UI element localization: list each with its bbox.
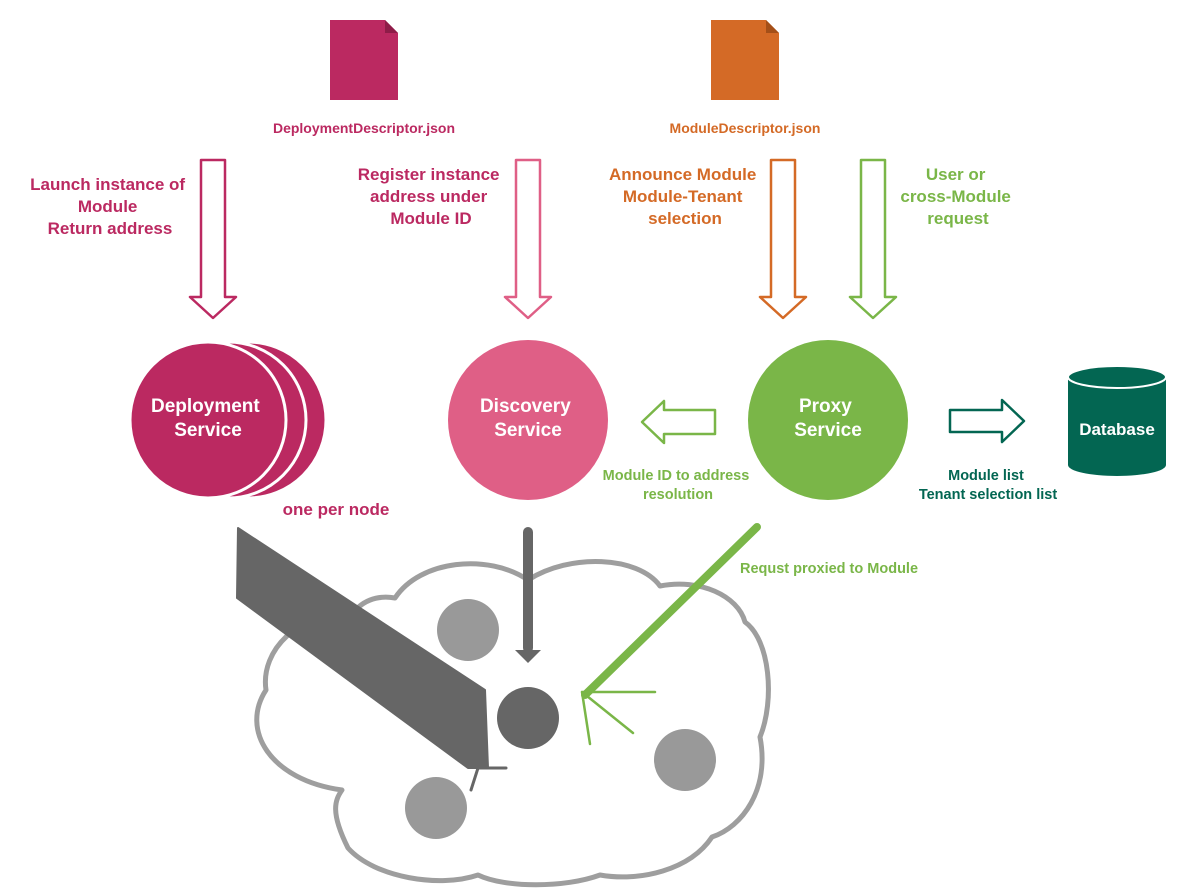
discovery-register-arrowhead [515, 650, 541, 663]
announce-arrow-label: Announce Module Module-Tenant selection [609, 165, 761, 228]
register-label-line: address under [370, 187, 488, 206]
deployment-descriptor-file-icon [330, 20, 398, 100]
resolution-note: Module ID to address resolution [603, 468, 754, 503]
proxy-request-arrowhead [580, 690, 657, 746]
launch-label-line: Return address [48, 219, 173, 238]
module-instance-node [405, 777, 467, 839]
database-notes: Module list Tenant selection list [919, 468, 1057, 503]
register-arrow-label: Register instance address under Module I… [358, 165, 504, 228]
deployment-service-node [128, 340, 328, 500]
register-arrow [503, 158, 553, 320]
register-label-line: Module ID [390, 209, 471, 228]
module-instance-node [654, 729, 716, 791]
discovery-service-line: Service [494, 420, 562, 441]
deployment-descriptor-label: DeploymentDescriptor.json [273, 120, 455, 136]
proxy-service-node [748, 340, 908, 500]
discovery-service-line: Discovery [480, 396, 571, 417]
register-label-line: Register instance [358, 165, 500, 184]
request-arrow-label: User or cross-Module request [900, 165, 1015, 228]
deployment-service-line: Service [174, 420, 242, 441]
module-instance-node [437, 599, 499, 661]
launch-label-line: Launch instance of [30, 175, 185, 194]
launch-label-line: Module [78, 197, 138, 216]
database-note-line: Module list [948, 468, 1024, 484]
one-per-node-note: one per node [283, 500, 390, 519]
launch-arrow-label: Launch instance of Module Return address [30, 175, 190, 238]
announce-label-line: Announce Module [609, 165, 756, 184]
proxy-service-label: Proxy Service [794, 396, 862, 441]
announce-label-line: Module-Tenant [623, 187, 743, 206]
launch-arrow [188, 158, 238, 320]
resolution-note-line: resolution [643, 487, 713, 503]
announce-label-line: selection [648, 209, 722, 228]
request-arrow [848, 158, 898, 320]
database-note-line: Tenant selection list [919, 487, 1057, 503]
target-module-node [497, 687, 559, 749]
request-label-line: request [927, 209, 989, 228]
discovery-service-label: Discovery Service [480, 396, 576, 441]
database-label: Database [1079, 420, 1155, 439]
proxied-note: Requst proxied to Module [740, 561, 918, 577]
discovery-service-node [448, 340, 608, 500]
module-descriptor-label: ModuleDescriptor.json [670, 120, 821, 136]
request-label-line: cross-Module [900, 187, 1011, 206]
request-label-line: User or [926, 165, 986, 184]
announce-arrow [758, 158, 808, 320]
resolution-arrow [640, 399, 717, 445]
database-icon [1067, 365, 1167, 476]
proxy-service-line: Service [794, 420, 862, 441]
deployment-service-line: Deployment [151, 396, 260, 417]
deployment-service-label: Deployment Service [151, 396, 265, 441]
deploy-launch-arrowhead [469, 766, 508, 792]
module-descriptor-file-icon [711, 20, 779, 100]
proxy-request-line [581, 523, 761, 699]
proxy-service-line: Proxy [799, 396, 852, 417]
resolution-note-line: Module ID to address [603, 468, 750, 484]
database-arrow [948, 398, 1026, 444]
